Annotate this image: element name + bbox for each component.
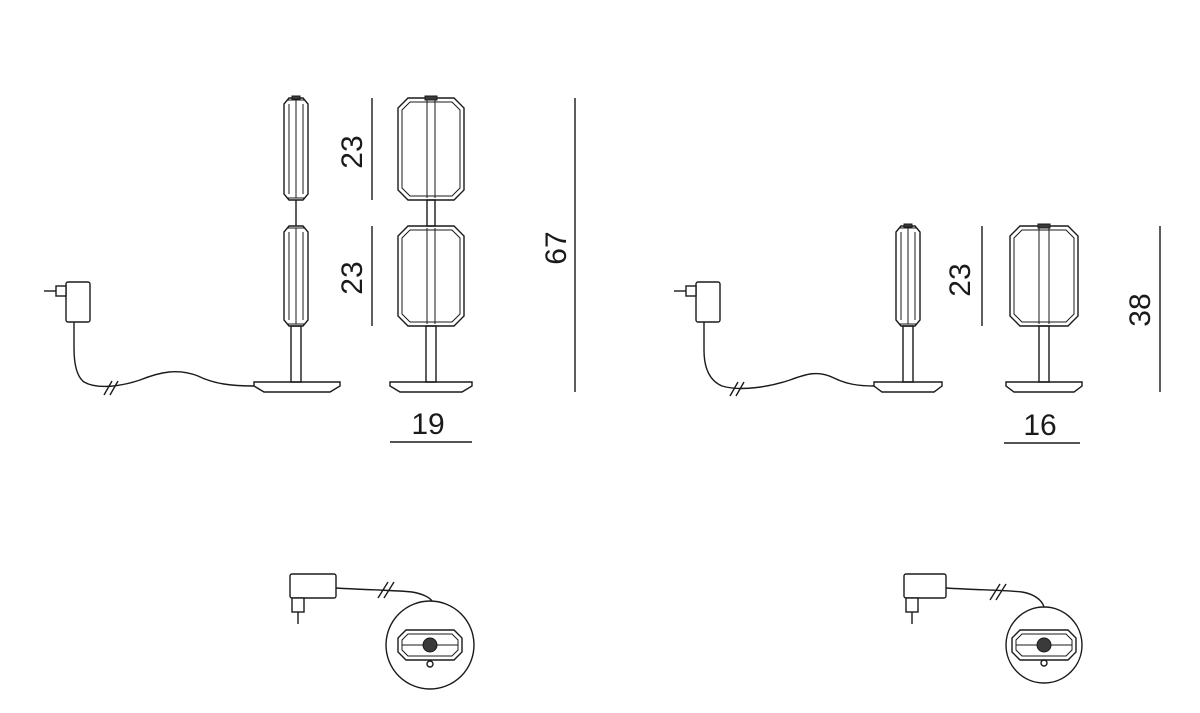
total-height-label: 67 — [540, 231, 573, 264]
single-lamp-top-view — [903, 573, 1083, 684]
double-lamp-dimensions: 23 23 67 19 — [336, 98, 576, 443]
single-total-height-label: 38 — [1124, 293, 1157, 326]
single-lamp-front-view — [1005, 223, 1083, 393]
single-base-diameter-label: 16 — [1023, 409, 1056, 442]
base-diameter-label: 19 — [411, 408, 444, 441]
double-lamp-side-view — [44, 95, 341, 396]
upper-shade-height-label: 23 — [336, 135, 369, 168]
double-lamp-front-view — [389, 95, 473, 393]
lower-shade-height-label: 23 — [336, 261, 369, 294]
single-shade-height-label: 23 — [944, 263, 977, 296]
single-lamp-side-view — [674, 223, 943, 397]
single-lamp-dimensions: 23 38 16 — [944, 226, 1161, 444]
double-lamp-top-view — [289, 573, 475, 690]
